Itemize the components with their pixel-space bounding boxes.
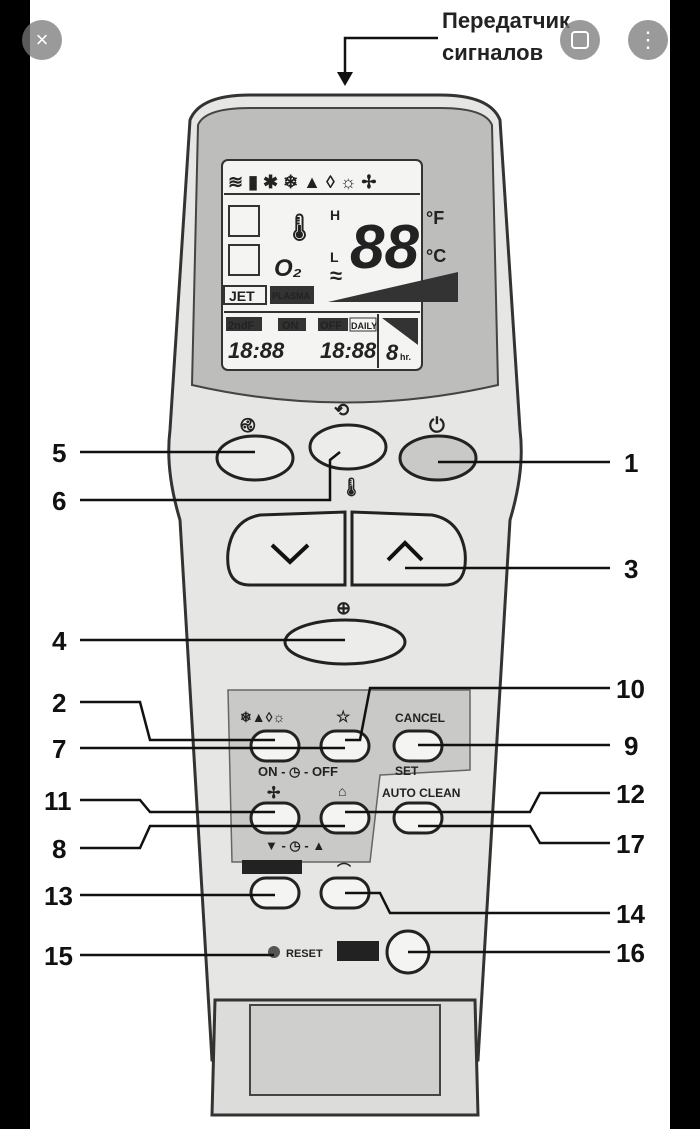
home-icon: ⌂ (338, 783, 346, 799)
callout-9: 9 (624, 731, 638, 761)
callout-8: 8 (52, 834, 66, 864)
reset-label: RESET (286, 948, 323, 960)
button-7-mode[interactable] (249, 729, 301, 763)
transmitter-label-line1: Передатчик (442, 8, 571, 33)
2ndf-label: 2ndF (341, 945, 372, 960)
callout-4: 4 (52, 626, 67, 656)
button-10-sleep[interactable] (319, 729, 371, 763)
lcd-mode-icons: ≋ ▮ ✱ ❄ ▲ ◊ ☼ ✢ (228, 172, 376, 192)
button-4-fan-speed[interactable] (283, 618, 407, 666)
chevron-up-icon (386, 540, 424, 562)
callout-2: 2 (52, 688, 66, 718)
temp-icon: 🌡 (340, 477, 363, 497)
on-off-timer-label: ON - ◷ - OFF (258, 764, 338, 779)
timer-adjust-label: ▼ - ◷ - ▲ (265, 838, 325, 853)
button-5-airflow[interactable] (215, 434, 295, 482)
lcd-2ndf: 2ndF (228, 320, 255, 332)
transmitter-leader (343, 36, 438, 78)
lcd-deg-c: °C (426, 246, 446, 266)
lcd-daily: DAILY (351, 321, 377, 331)
lcd-o2: O₂ (274, 255, 302, 282)
fan-icon: ⊕ (336, 598, 351, 618)
button-11-jet[interactable] (249, 801, 301, 835)
button-17-auto-clean[interactable] (392, 801, 444, 835)
callout-11: 11 (44, 786, 72, 816)
mode-icons: ❄▲◊☼ (240, 709, 285, 725)
sleep-icon: ⌒ (336, 862, 351, 878)
lcd-plasma: PLASMA (272, 291, 311, 301)
lcd-fan-low: L (330, 249, 339, 265)
lcd-hr: hr. (400, 352, 411, 362)
callout-12: 12 (616, 779, 645, 809)
lens-icon (571, 31, 589, 49)
transmitter-label-line2: сигналов (442, 40, 543, 65)
arrow-down-icon (337, 72, 353, 86)
power-icon: ⏻ (429, 415, 445, 437)
button-13-plasma[interactable] (249, 876, 301, 910)
lcd-time-on: 18:88 (228, 338, 285, 363)
swing-icon: ≈ (330, 263, 342, 288)
fan-level-bar (328, 272, 458, 302)
callout-3: 3 (624, 554, 638, 584)
callout-16: 16 (616, 938, 645, 968)
lcd-hours: 8 (386, 340, 399, 365)
callout-13: 13 (44, 881, 73, 911)
callout-15: 15 (44, 941, 73, 971)
cancel-label: CANCEL (395, 711, 445, 725)
sleep-star-icon (382, 318, 418, 345)
callout-14: 14 (616, 899, 645, 929)
plasma-label: PLASMA (246, 862, 293, 874)
lcd-jet: JET (229, 288, 255, 304)
close-button[interactable]: × (22, 20, 62, 60)
star-icon: ☆ (336, 709, 351, 726)
callout-10: 10 (616, 674, 645, 704)
lcd-deg-f: °F (426, 208, 444, 228)
lcd-on: ON (282, 320, 299, 332)
close-icon: × (35, 27, 49, 52)
lcd-temp-digits: 88 (350, 213, 419, 282)
thermometer-icon: 🌡 (283, 212, 316, 242)
callout-7: 7 (52, 734, 66, 764)
leader-lines (80, 450, 610, 957)
callout-5: 5 (52, 438, 66, 468)
jet-icon: ✢ (267, 785, 281, 802)
button-6-swing[interactable] (308, 423, 388, 471)
image-canvas: Передатчик сигналов ≋ ▮ ✱ ❄ ▲ ◊ ☼ ✢ 🌡 O₂… (30, 0, 670, 1129)
button-1-power[interactable] (398, 434, 478, 482)
lens-button[interactable] (560, 20, 600, 60)
lcd-fan-high: H (330, 207, 340, 223)
more-options-button[interactable]: ⋮ (628, 20, 668, 60)
lcd-off: OFF (320, 320, 342, 332)
chevron-down-icon (270, 543, 310, 565)
lcd-time-off: 18:88 (320, 338, 377, 363)
more-vert-icon: ⋮ (637, 27, 659, 52)
auto-clean-label: AUTO CLEAN (382, 786, 460, 800)
swing-button-icon: ⟲ (334, 400, 349, 420)
callout-1: 1 (624, 448, 638, 478)
button-12-room-temp[interactable] (319, 801, 371, 835)
cover-panel (249, 1004, 441, 1096)
remote-diagram: Передатчик сигналов ≋ ▮ ✱ ❄ ▲ ◊ ☼ ✢ 🌡 O₂… (44, 8, 645, 1117)
button-temp-down[interactable] (226, 510, 347, 587)
callout-6: 6 (52, 486, 66, 516)
health-icon (228, 244, 260, 276)
home-temp-icon (228, 205, 260, 237)
set-label: SET (395, 764, 419, 778)
callout-17: 17 (616, 829, 645, 859)
swirl-icon: ࿋ (240, 415, 256, 437)
